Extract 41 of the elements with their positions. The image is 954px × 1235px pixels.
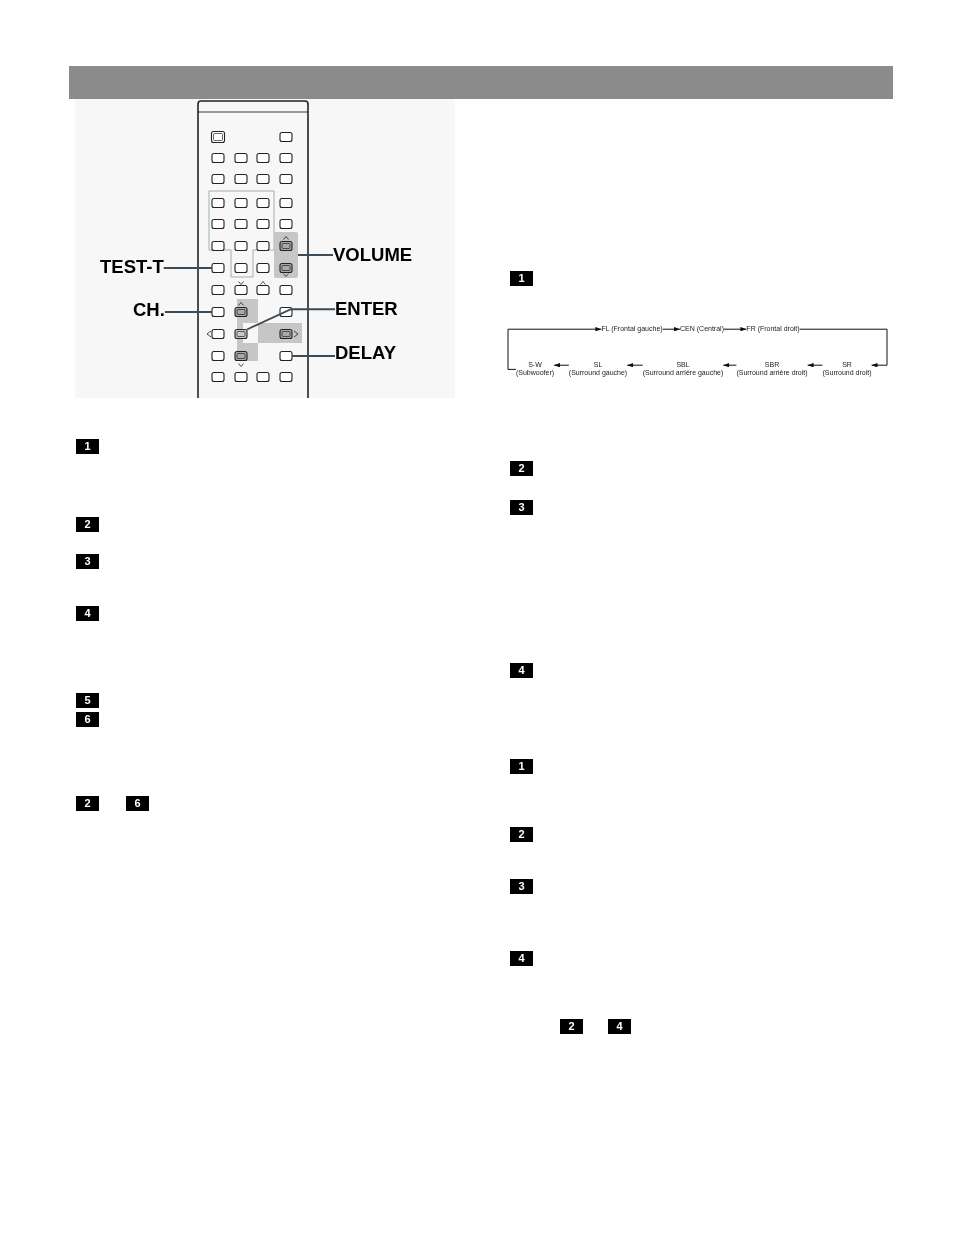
step-number: 2 bbox=[76, 796, 99, 811]
arrow bbox=[807, 362, 823, 368]
step-number: 1 bbox=[76, 439, 99, 454]
callout-label: DELAY bbox=[335, 344, 396, 363]
step-number: 2 bbox=[76, 517, 99, 532]
arrow bbox=[507, 326, 602, 370]
leader-line bbox=[291, 355, 336, 357]
step-number: 2 bbox=[560, 1019, 583, 1034]
callout-label: TEST-T bbox=[100, 258, 164, 277]
arrow bbox=[722, 362, 737, 368]
remote-button bbox=[211, 306, 225, 318]
arrow bbox=[553, 362, 570, 368]
arrow bbox=[799, 328, 888, 368]
step-number: 3 bbox=[510, 879, 533, 894]
step-number: 6 bbox=[126, 796, 149, 811]
callout-label: VOLUME bbox=[333, 246, 413, 265]
leader-line bbox=[297, 254, 334, 256]
step-number: 6 bbox=[76, 712, 99, 727]
leader-line bbox=[162, 267, 213, 269]
arrow bbox=[626, 362, 644, 368]
arrow bbox=[723, 326, 747, 332]
remote-button bbox=[234, 328, 248, 340]
step-number: 3 bbox=[510, 500, 533, 515]
step-number: 4 bbox=[76, 606, 99, 621]
volume-buttons bbox=[274, 232, 298, 278]
step-number: 1 bbox=[510, 759, 533, 774]
step-number: 2 bbox=[510, 461, 533, 476]
step-number: 4 bbox=[510, 951, 533, 966]
step-number: 2 bbox=[510, 827, 533, 842]
step-number: 4 bbox=[510, 663, 533, 678]
remote-button bbox=[279, 350, 293, 362]
leader-line bbox=[164, 311, 213, 313]
remote-button bbox=[211, 262, 225, 274]
callout-label: CH. bbox=[133, 301, 165, 320]
step-number: 1 bbox=[510, 271, 533, 286]
step-number: 5 bbox=[76, 693, 99, 708]
leader-line bbox=[246, 308, 336, 331]
step-number: 4 bbox=[608, 1019, 631, 1034]
step-number: 3 bbox=[76, 554, 99, 569]
callout-label: ENTER bbox=[335, 300, 398, 319]
arrow bbox=[662, 326, 681, 332]
